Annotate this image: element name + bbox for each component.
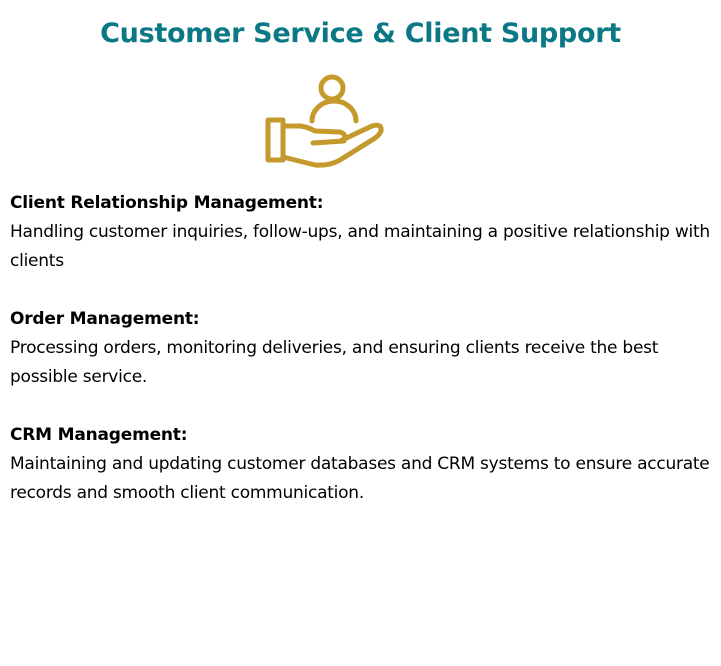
section-heading: Order Management: — [10, 309, 200, 329]
section-client-relationship: Client Relationship Management: Handling… — [10, 189, 710, 276]
section-heading: Client Relationship Management: — [10, 193, 324, 213]
section-heading: CRM Management: — [10, 425, 188, 445]
page-title: Customer Service & Client Support — [100, 18, 621, 49]
section-order-management: Order Management: Processing orders, mon… — [10, 305, 710, 392]
section-body: Maintaining and updating customer databa… — [10, 454, 710, 503]
section-body: Handling customer inquiries, follow-ups,… — [10, 222, 710, 271]
section-crm-management: CRM Management: Maintaining and updating… — [10, 421, 710, 508]
content: Client Relationship Management: Handling… — [10, 189, 710, 537]
hand-holding-person-icon — [265, 74, 384, 168]
section-body: Processing orders, monitoring deliveries… — [10, 338, 659, 387]
